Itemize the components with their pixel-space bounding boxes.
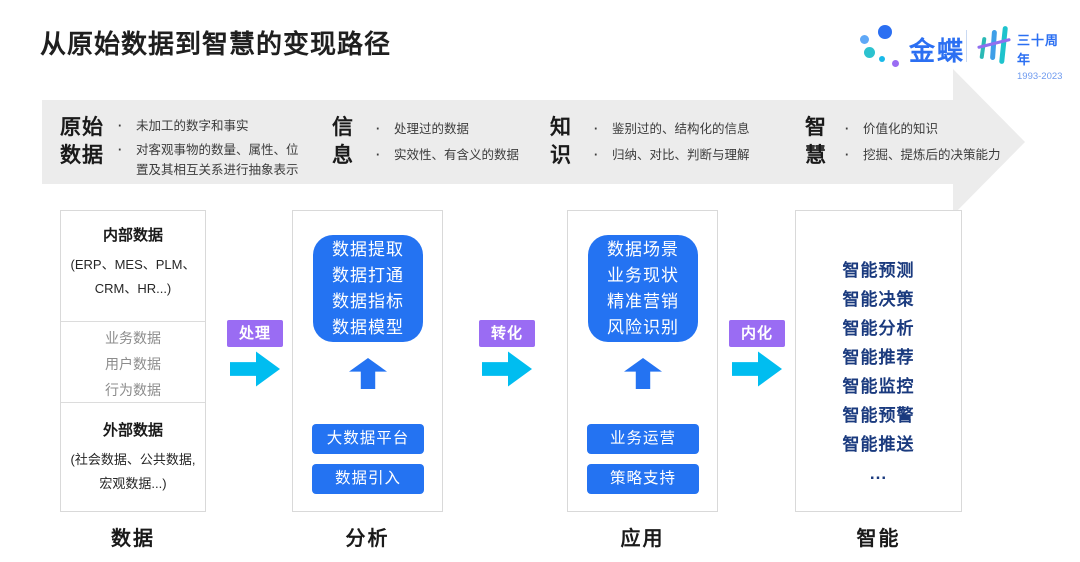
box-line: 风险识别	[607, 317, 679, 337]
stage-bullets: 处理过的数据 实效性、有含义的数据	[374, 119, 534, 171]
intelligence-item: 智能预测	[842, 261, 915, 280]
intelligence-item: 智能推荐	[842, 348, 915, 367]
analysis-capabilities-box: 数据提取 数据打通 数据指标 数据模型	[313, 235, 423, 342]
logo-divider	[966, 30, 967, 62]
column-intelligence-box: 智能预测 智能决策 智能分析 智能推荐 智能监控 智能预警 智能推送 ...	[795, 210, 962, 512]
section-detail: (ERP、MES、PLM、CRM、HR...)	[70, 257, 196, 296]
stage-title: 信 息	[332, 116, 354, 167]
data-type-item: 用户数据	[105, 356, 161, 372]
column-label-application: 应用	[620, 528, 665, 550]
connector-process: 处理	[227, 320, 283, 388]
logo-dot-lightblue	[860, 35, 869, 44]
anniversary-30-icon	[977, 24, 1011, 68]
intelligence-item: 智能决策	[842, 290, 915, 309]
banner-stage-information: 信 息 处理过的数据 实效性、有含义的数据	[332, 114, 534, 171]
bullet-item: 对客观事物的数量、属性、位置及其相互关系进行抽象表示	[116, 140, 308, 180]
bullet-item: 价值化的知识	[843, 119, 1013, 139]
internal-data-section: 内部数据 (ERP、MES、PLM、CRM、HR...)	[61, 211, 205, 322]
banner-stage-knowledge: 知 识 鉴别过的、结构化的信息 归纳、对比、判断与理解	[550, 114, 782, 171]
box-line: 业务现状	[607, 265, 679, 285]
internalize-tag: 内化	[729, 320, 785, 347]
section-detail: (社会数据、公共数据, 宏观数据...)	[70, 452, 196, 491]
intelligence-item: 智能分析	[842, 319, 915, 338]
anniversary-label: 三十周年	[1017, 33, 1060, 67]
banner-stage-raw-data: 原始 数据 未加工的数字和事实 对客观事物的数量、属性、位置及其相互关系进行抽象…	[60, 114, 308, 184]
stage-title: 知 识	[550, 116, 572, 167]
bullet-item: 归纳、对比、判断与理解	[592, 145, 782, 165]
bullet-item: 鉴别过的、结构化的信息	[592, 119, 782, 139]
logo-dot-cyan	[879, 56, 885, 62]
up-arrow-icon	[624, 358, 662, 389]
right-arrow-icon	[732, 351, 782, 387]
column-application-box: 数据场景 业务现状 精准营销 风险识别 业务运营 策略支持	[567, 210, 718, 512]
stage-bullets: 价值化的知识 挖掘、提炼后的决策能力	[843, 119, 1013, 171]
intelligence-item: 智能推送	[842, 435, 915, 454]
connector-transform: 转化	[479, 320, 535, 388]
logo-dot-teal	[864, 47, 875, 58]
section-heading: 内部数据	[102, 227, 163, 244]
kingdee-butterfly-icon	[853, 18, 903, 70]
column-data-box: 内部数据 (ERP、MES、PLM、CRM、HR...) 业务数据 用户数据 行…	[60, 210, 206, 512]
right-arrow-icon	[230, 351, 280, 387]
application-scenarios-box: 数据场景 业务现状 精准营销 风险识别	[588, 235, 698, 342]
page-title: 从原始数据到智慧的变现路径	[40, 29, 392, 59]
banner-stage-wisdom: 智 慧 价值化的知识 挖掘、提炼后的决策能力	[805, 114, 1013, 171]
up-arrow-icon	[349, 358, 387, 389]
column-analysis-box: 数据提取 数据打通 数据指标 数据模型 大数据平台 数据引入	[292, 210, 443, 512]
connector-internalize: 内化	[729, 320, 785, 388]
box-line: 数据打通	[332, 265, 404, 285]
stage-title: 原始 数据	[60, 116, 104, 167]
column-label-analysis: 分析	[345, 528, 390, 550]
stage-bullets: 未加工的数字和事实 对客观事物的数量、属性、位置及其相互关系进行抽象表示	[116, 116, 308, 184]
intelligence-item: 智能监控	[842, 377, 915, 396]
business-operation-chip: 业务运营	[587, 424, 699, 454]
column-label-data: 数据	[111, 528, 155, 550]
data-import-chip: 数据引入	[312, 464, 424, 494]
kingdee-logo: 金蝶 三十周年 1993-2023	[853, 18, 1065, 82]
intelligence-item: 智能预警	[842, 406, 915, 425]
process-tag: 处理	[227, 320, 283, 347]
data-types-section: 业务数据 用户数据 行为数据	[61, 322, 205, 403]
box-line: 精准营销	[607, 291, 679, 311]
data-type-item: 业务数据	[105, 330, 161, 346]
section-heading: 外部数据	[102, 422, 163, 439]
bullet-item: 未加工的数字和事实	[116, 116, 308, 136]
intelligence-item-ellipsis: ...	[869, 464, 888, 483]
bullet-item: 挖掘、提炼后的决策能力	[843, 145, 1013, 165]
logo-dot-blue	[878, 25, 892, 39]
logo-dot-purple	[892, 60, 899, 67]
bullet-item: 处理过的数据	[374, 119, 534, 139]
data-type-item: 行为数据	[105, 382, 161, 398]
box-line: 数据提取	[332, 239, 404, 259]
column-label-intelligence: 智能	[856, 528, 901, 550]
box-line: 数据指标	[332, 291, 404, 311]
strategy-support-chip: 策略支持	[587, 464, 699, 494]
anniversary-text: 三十周年 1993-2023	[1017, 30, 1065, 82]
big-data-platform-chip: 大数据平台	[312, 424, 424, 454]
anniversary-years: 1993-2023	[1017, 71, 1063, 82]
transform-tag: 转化	[479, 320, 535, 347]
stage-bullets: 鉴别过的、结构化的信息 归纳、对比、判断与理解	[592, 119, 782, 171]
bullet-item: 实效性、有含义的数据	[374, 145, 534, 165]
external-data-section: 外部数据 (社会数据、公共数据, 宏观数据...)	[61, 403, 205, 511]
right-arrow-icon	[482, 351, 532, 387]
box-line: 数据场景	[607, 239, 679, 259]
box-line: 数据模型	[332, 317, 404, 337]
brand-name: 金蝶	[909, 36, 966, 66]
stage-title: 智 慧	[805, 116, 827, 167]
